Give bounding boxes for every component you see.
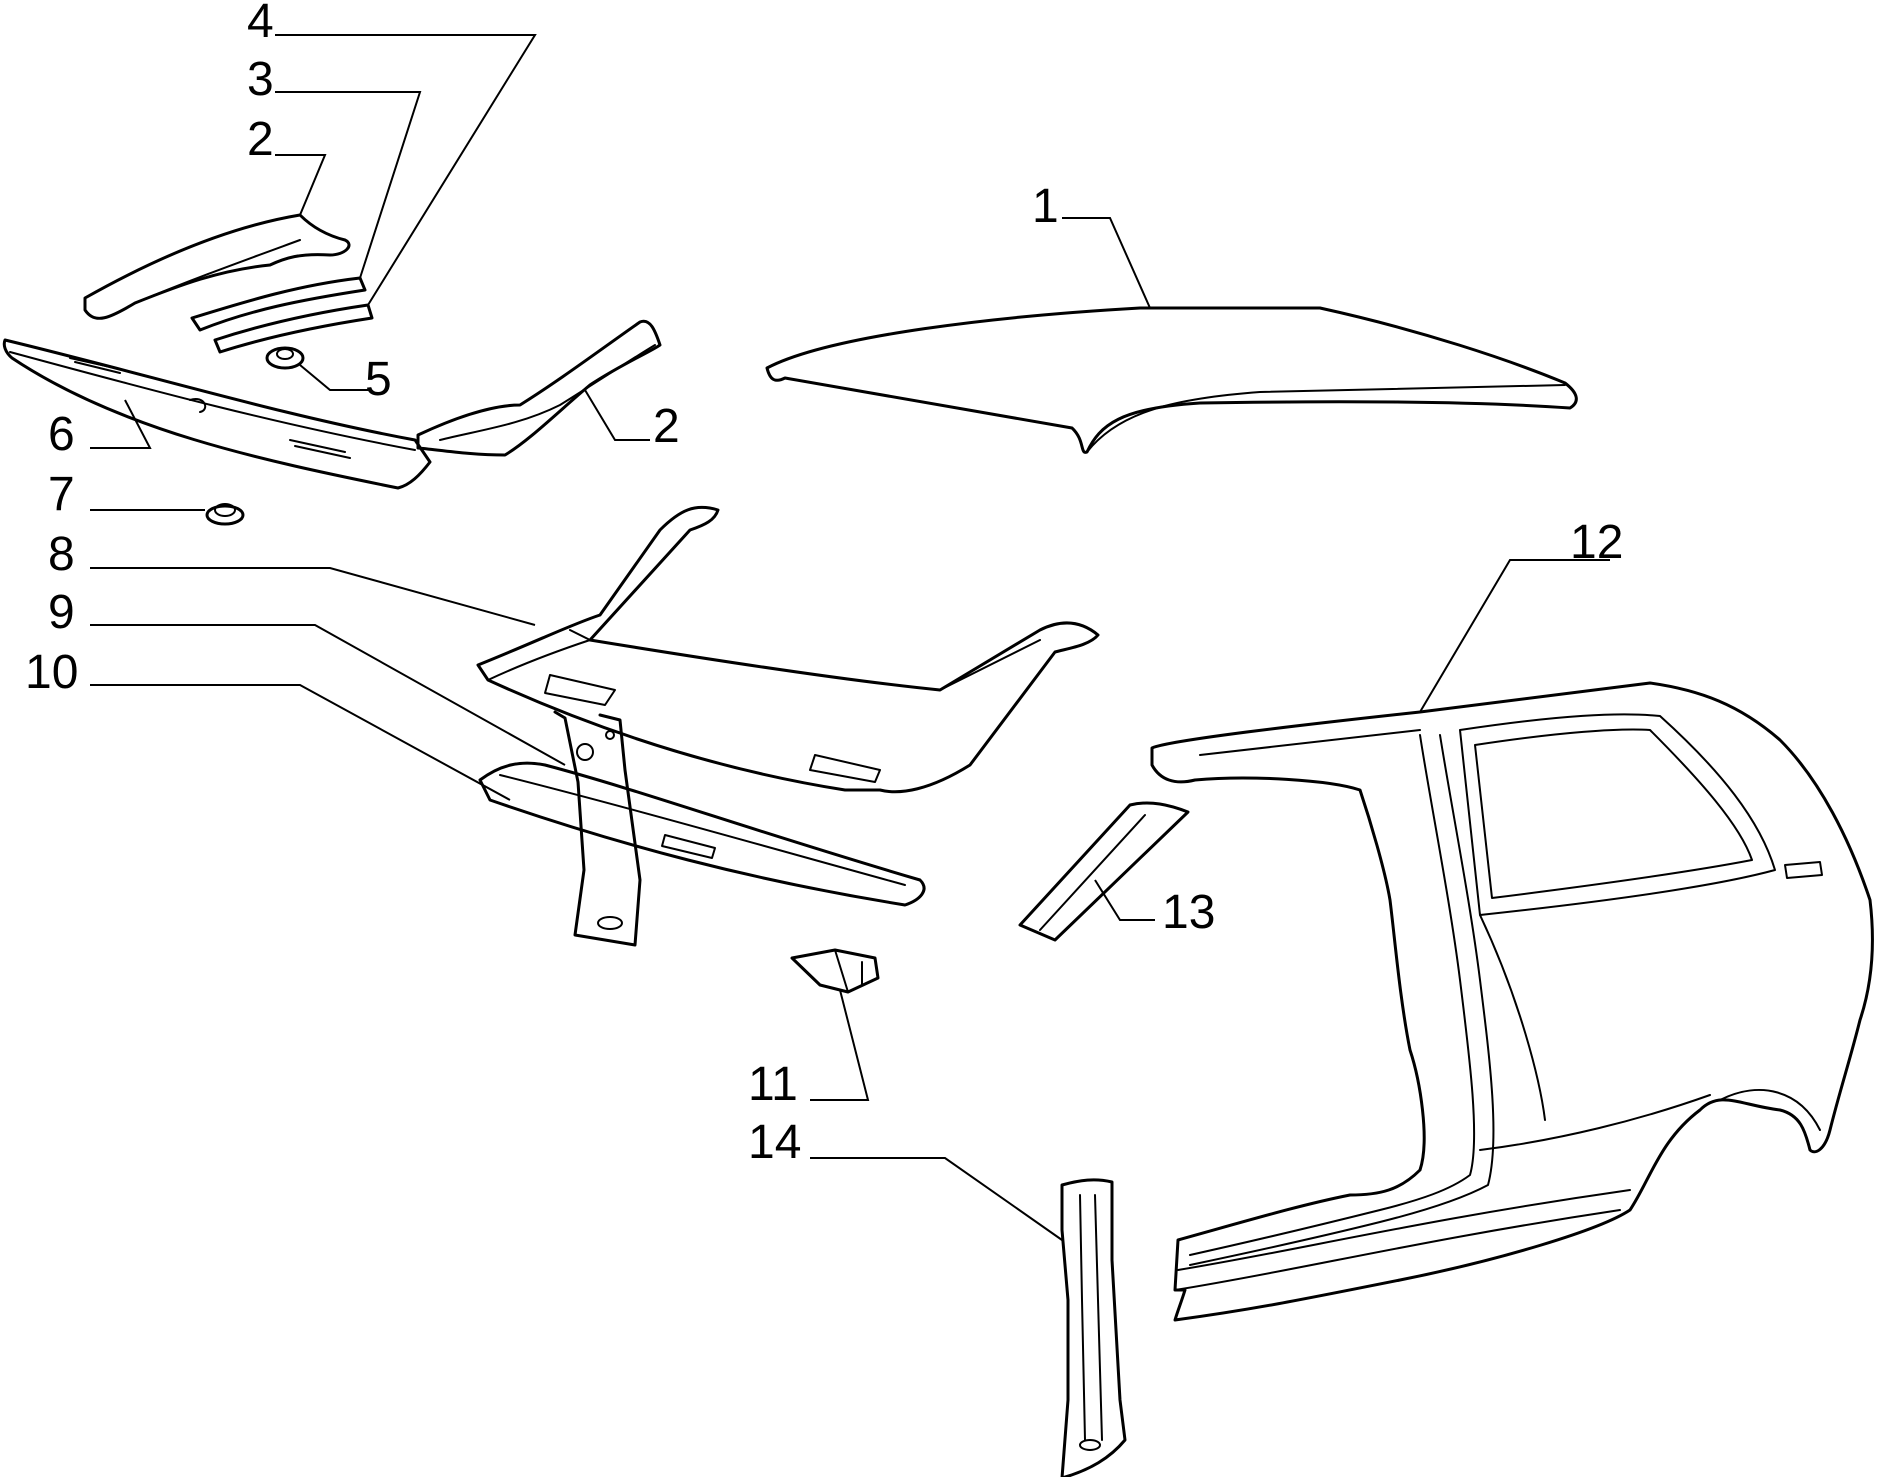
callout-1: 1: [1032, 180, 1059, 233]
leader-11: [810, 989, 870, 1101]
leader-3: [275, 91, 422, 279]
part-roof-strip-3: [190, 276, 367, 332]
part-lower-crossmember: [478, 761, 926, 907]
callout-7: 7: [48, 468, 75, 521]
leader-10: [90, 684, 511, 801]
callout-11: 11: [748, 1058, 798, 1111]
part-pillar-reinforcement-13: [1018, 801, 1190, 942]
part-roof-bow-right: [416, 319, 662, 457]
part-b-pillar-14: [1060, 1178, 1127, 1477]
part-plug-5: [265, 346, 305, 370]
leader-1: [1062, 217, 1151, 309]
leader-9: [90, 624, 566, 766]
callout-9: 9: [48, 586, 75, 639]
callout-5: 5: [365, 353, 392, 406]
callout-8: 8: [48, 528, 75, 581]
leader-2b: [584, 389, 650, 441]
leader-5: [299, 364, 370, 391]
callout-2-right: 2: [653, 400, 680, 453]
callout-3: 3: [247, 53, 274, 106]
part-body-side: [1150, 681, 1874, 1322]
callout-13: 13: [1162, 886, 1215, 939]
part-grommet-7: [205, 503, 245, 526]
part-roof-strip-4: [213, 303, 374, 354]
leader-6: [90, 399, 152, 449]
leader-14: [810, 1157, 1063, 1241]
part-windscreen-frame: [476, 505, 1100, 794]
leader-12: [1419, 559, 1610, 713]
callout-14: 14: [748, 1116, 801, 1169]
callout-6: 6: [48, 408, 75, 461]
callout-12: 12: [1570, 516, 1623, 569]
callout-2-upper: 2: [247, 113, 274, 166]
leader-lines: [90, 34, 1610, 1241]
callout-10: 10: [25, 646, 78, 699]
part-roof-bow-upper: [83, 213, 351, 320]
callout-4: 4: [247, 0, 274, 48]
leader-4: [275, 34, 537, 306]
leader-13: [1094, 879, 1155, 921]
part-bracket-11: [790, 948, 880, 994]
part-centre-pillar-9: [553, 710, 642, 947]
leader-8: [90, 567, 536, 626]
part-rear-crossmember: [2, 338, 432, 490]
part-roof-panel: [765, 306, 1578, 454]
leader-2a: [275, 154, 327, 216]
callout-labels: 1 2 3 4 5 2 6 7 8 9 10 11 12 13 14: [25, 0, 1623, 1169]
